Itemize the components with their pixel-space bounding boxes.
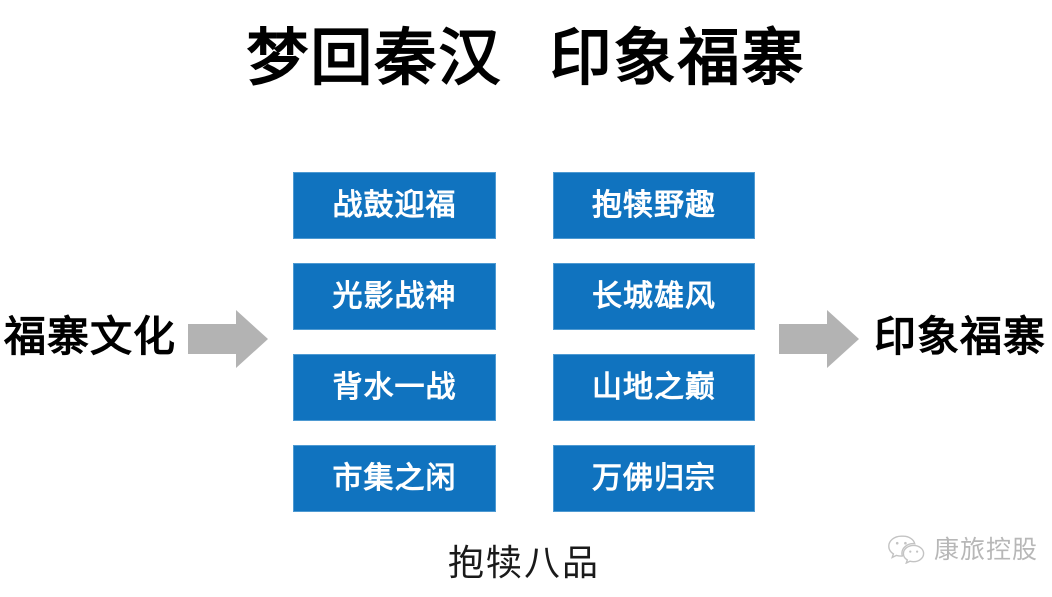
caption-text: 抱犊八品 bbox=[447, 543, 600, 584]
feature-box[interactable]: 长城雄风 bbox=[553, 263, 755, 330]
feature-box[interactable]: 万佛归宗 bbox=[553, 445, 755, 512]
feature-box[interactable]: 光影战神 bbox=[293, 263, 496, 330]
arrow-right-icon bbox=[779, 310, 859, 368]
watermark-text: 康旅控股 bbox=[933, 534, 1038, 564]
wechat-icon bbox=[887, 534, 925, 564]
box-column-right: 抱犊野趣 长城雄风 山地之巅 万佛归宗 bbox=[553, 172, 755, 512]
feature-box[interactable]: 市集之闲 bbox=[293, 445, 496, 512]
feature-box[interactable]: 背水一战 bbox=[293, 354, 496, 421]
box-column-left: 战鼓迎福 光影战神 背水一战 市集之闲 bbox=[293, 172, 496, 512]
feature-box[interactable]: 山地之巅 bbox=[553, 354, 755, 421]
feature-box[interactable]: 战鼓迎福 bbox=[293, 172, 496, 239]
flow-input-label: 福寨文化 bbox=[4, 312, 177, 361]
watermark: 康旅控股 bbox=[887, 534, 1038, 564]
flow-output-label: 印象福寨 bbox=[873, 312, 1046, 361]
page-title: 梦回秦汉 印象福寨 bbox=[246, 21, 806, 94]
feature-box[interactable]: 抱犊野趣 bbox=[553, 172, 755, 239]
arrow-right-icon bbox=[188, 310, 268, 368]
